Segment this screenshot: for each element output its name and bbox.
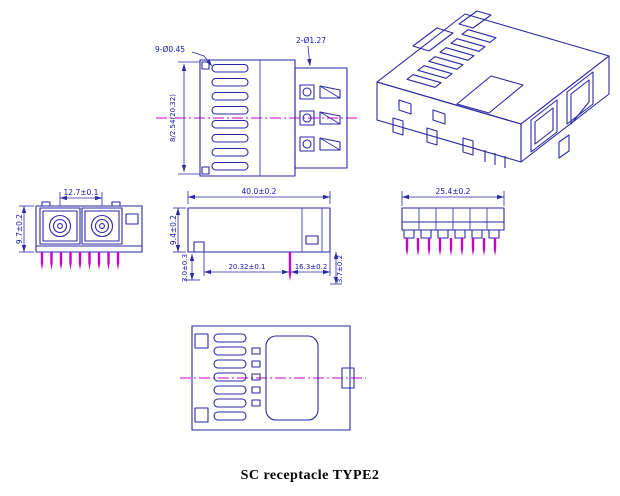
side-view-body xyxy=(187,207,331,281)
end-view-pins xyxy=(405,238,497,256)
label-pitch: 8/2.54(20.32) xyxy=(169,94,177,142)
bottom-view-body xyxy=(191,325,355,431)
end-view-dimensions: 25.4±0.2 xyxy=(401,187,505,206)
dim-length: 40.0±0.2 xyxy=(242,187,277,196)
label-slots: 2-Ø1.27 xyxy=(296,36,326,45)
bottom-view xyxy=(180,325,366,431)
side-view: 40.0±0.2 9.4±0.2 20.32±0.1 16.3±0.2 3.0±… xyxy=(169,187,344,285)
latch-row xyxy=(299,136,341,152)
top-view-body xyxy=(199,59,348,177)
front-view: 12.7±0.1 9.7±0.2 xyxy=(15,188,143,270)
dim-width: 25.4±0.2 xyxy=(436,187,471,196)
side-view-pin xyxy=(288,252,292,281)
latch-row xyxy=(299,84,341,100)
dim-height: 9.4±0.2 xyxy=(169,215,178,245)
dim-pitch: 12.7±0.1 xyxy=(64,188,99,197)
iso-port xyxy=(566,71,594,125)
top-view: 9-Ø0.45 2-Ø1.27 8/2.54(20.32) xyxy=(155,36,360,177)
side-view-dimensions: 40.0±0.2 9.4±0.2 20.32±0.1 16.3±0.2 3.0±… xyxy=(169,187,344,285)
label-holes: 9-Ø0.45 xyxy=(155,45,185,54)
top-view-dimensions: 9-Ø0.45 2-Ø1.27 8/2.54(20.32) xyxy=(155,36,326,175)
dim-span-right: 16.3±0.2 xyxy=(295,263,328,271)
dim-standoff: 3.0±0.3 xyxy=(181,254,189,282)
iso-port xyxy=(530,99,558,153)
dim-pin: 3.7±0.2 xyxy=(336,255,344,283)
iso-body xyxy=(376,10,610,168)
isometric-view xyxy=(376,10,610,168)
end-view: 25.4±0.2 xyxy=(401,187,505,256)
end-view-body xyxy=(401,207,505,239)
front-view-dimensions: 12.7±0.1 9.7±0.2 xyxy=(15,188,103,253)
dim-span-left: 20.32±0.1 xyxy=(228,263,265,271)
front-view-body xyxy=(35,201,143,253)
front-view-pins xyxy=(40,252,120,270)
dim-height: 9.7±0.2 xyxy=(15,214,24,244)
caption: SC receptacle TYPE2 xyxy=(240,468,380,483)
latch-row xyxy=(299,110,341,126)
